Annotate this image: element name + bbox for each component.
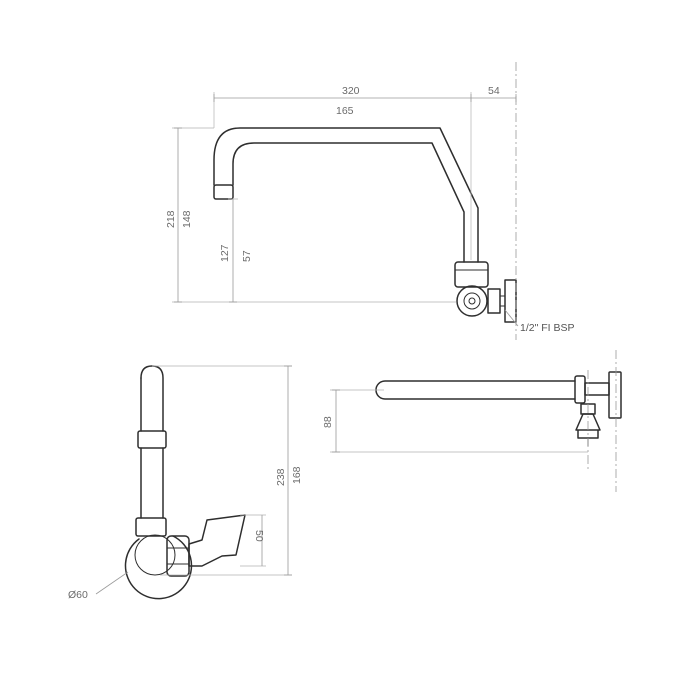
- dim-spout-height: 148: [181, 210, 193, 228]
- dim-overall-reach: 320: [342, 85, 360, 97]
- top-handle: [575, 413, 601, 439]
- inlet-note: 1/2" FI BSP: [520, 322, 575, 334]
- side-view: 320 165 54 218 148 127 57 1/2" FI BSP: [165, 62, 575, 340]
- front-collar: [137, 430, 167, 449]
- front-swivel-nut: [135, 517, 167, 537]
- front-spout-top: [140, 365, 164, 432]
- dim-wall-offset: 54: [488, 85, 500, 97]
- side-valve-body: [456, 285, 488, 317]
- side-aerator: [213, 184, 234, 200]
- side-swivel-nut: [454, 261, 489, 288]
- dim-handle-offset: 50: [253, 530, 265, 542]
- front-flange-ring: [124, 535, 193, 600]
- dim-depth: 88: [322, 416, 334, 428]
- side-wall-flange: [504, 279, 517, 323]
- front-lever-handle: [188, 514, 246, 567]
- top-spout: [375, 380, 576, 400]
- top-valve: [580, 403, 596, 415]
- top-view: 88: [322, 350, 622, 492]
- dim-outlet-height: 127: [219, 244, 231, 262]
- dim-spout-reach: 165: [336, 105, 354, 117]
- top-connector: [584, 382, 610, 396]
- top-nut: [574, 375, 586, 404]
- inlet-leader: [504, 309, 519, 327]
- dim-front-spout-height: 168: [291, 466, 303, 484]
- dim-flange-diameter: Ø60: [68, 589, 88, 601]
- flange-diameter-leader: [95, 571, 129, 595]
- front-view: 238 168 50 Ø60: [68, 365, 303, 601]
- top-wall-flange: [608, 371, 622, 419]
- dim-overall-height: 218: [165, 210, 177, 228]
- side-connector: [487, 288, 501, 314]
- dim-inlet-offset: 57: [241, 250, 253, 262]
- dim-front-overall-height: 238: [275, 468, 287, 486]
- side-spout: [213, 127, 517, 323]
